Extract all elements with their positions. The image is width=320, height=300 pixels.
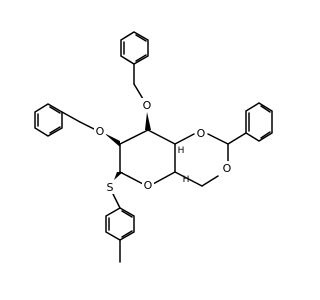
tolyl-ring [105,207,135,241]
top-phenyl-ring [120,31,149,65]
molecule-structure-diagram: O O O O O S H H [34,31,273,263]
bond-c2-c3 [119,129,149,145]
svg-text:O: O [144,179,153,192]
bond-acetal-phenyl [227,132,247,145]
bond-left-ch2 [61,111,81,123]
svg-text:H: H [178,146,185,156]
atom-label-o-left: O [94,124,106,138]
svg-text:S: S [107,181,114,194]
svg-text:O: O [96,125,105,138]
bond-o-acetal-carbon [207,133,229,145]
left-phenyl-ring [34,103,63,137]
wedge-c3-o-top [145,112,151,130]
acetal-phenyl-ring [245,102,273,142]
atom-label-o-ring: O [142,178,154,192]
atom-label-h-lower: H [183,175,190,185]
atom-label-s: S [104,180,116,194]
bond-ch2-c5 [174,171,203,187]
bond-ch2-o-left [79,121,97,131]
wedge-c1-s [114,172,123,180]
atom-label-o-top: O [141,98,153,112]
bond-c5-oring [152,171,176,185]
bond-oring-c1 [119,171,144,185]
bond-s-tolyl [112,193,121,209]
bond-c4-o-acetal [174,133,195,145]
atom-label-o-acetal-upper: O [195,126,207,140]
wedge-c2-o-left [104,133,120,147]
svg-text:O: O [223,162,232,175]
atom-label-o-acetal-lower: O [221,161,233,175]
svg-text:O: O [197,127,206,140]
svg-text:H: H [183,175,190,185]
atom-label-h-upper: H [178,146,185,156]
bond-o-ch2 [201,175,219,187]
svg-text:O: O [143,99,152,112]
bond-c3-c4 [147,129,176,145]
